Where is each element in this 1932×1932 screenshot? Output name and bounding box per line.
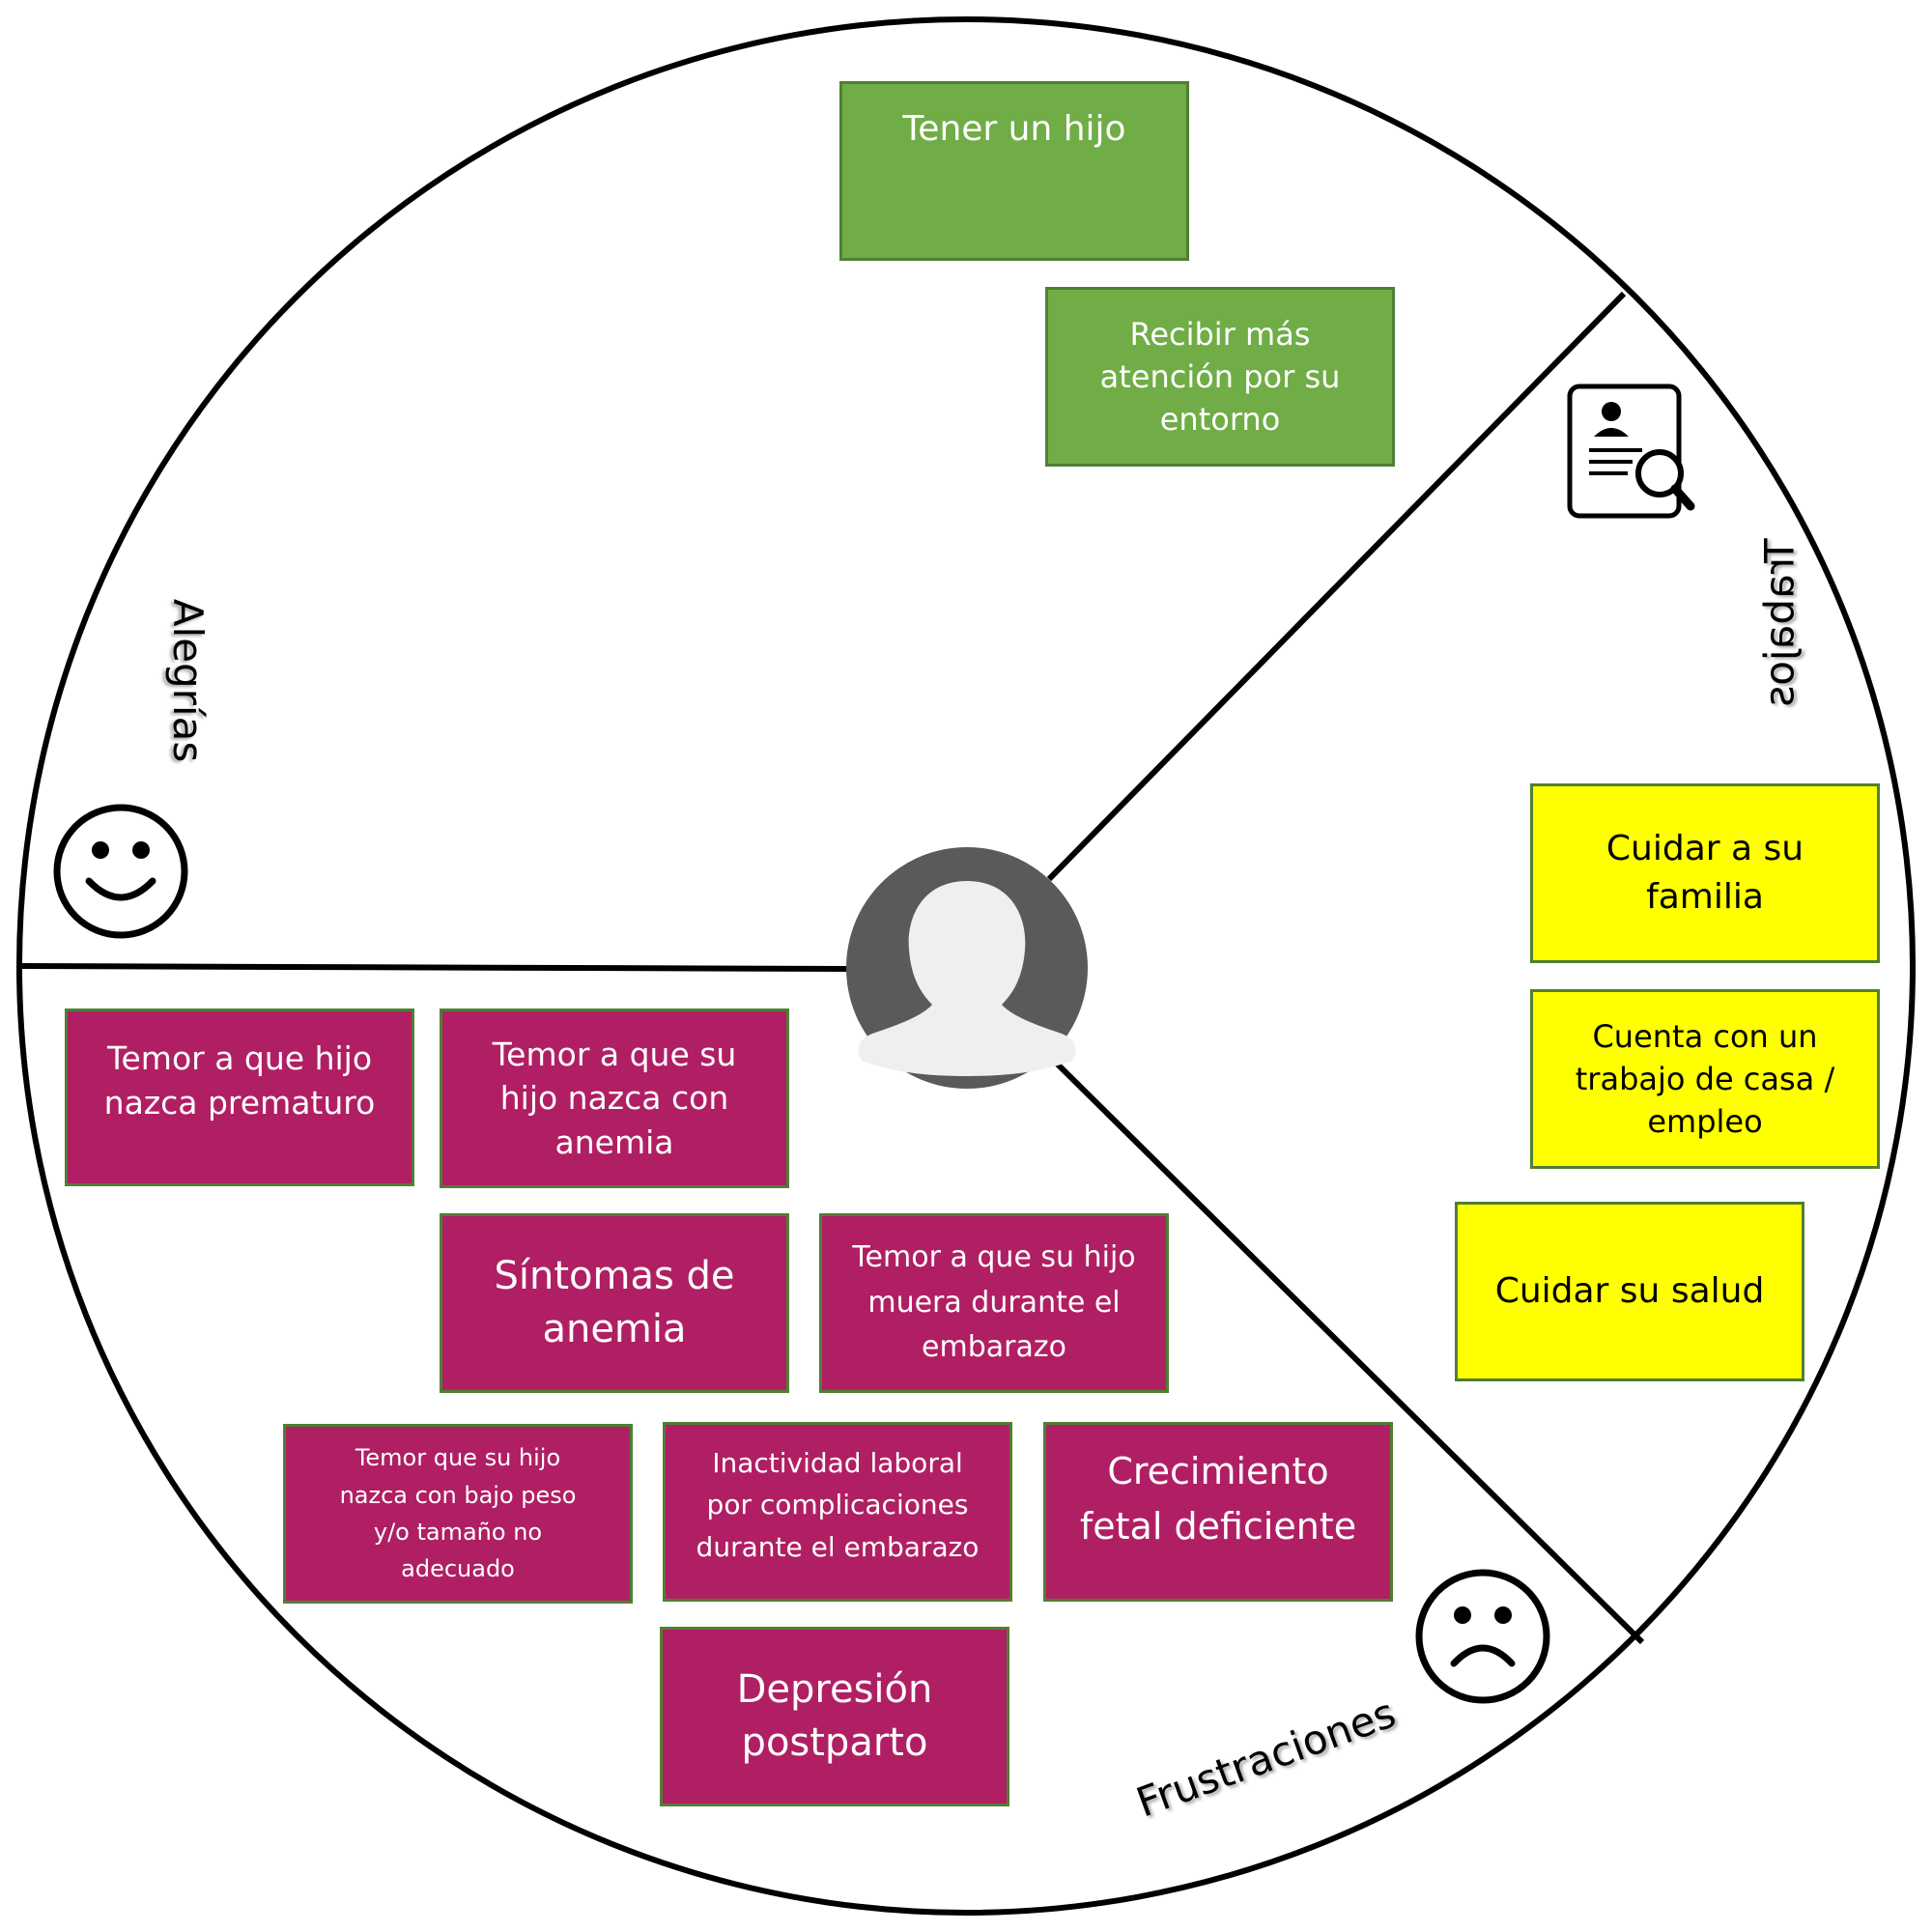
note-line: anemia: [542, 1307, 687, 1351]
note-tener-un-hijo: Tener un hijo: [839, 81, 1189, 261]
note-line: nazca prematuro: [103, 1083, 376, 1122]
note-line: Cuidar a su: [1605, 829, 1804, 869]
user-avatar-icon: [846, 847, 1088, 1089]
note-line: Tener un hijo: [902, 109, 1126, 149]
note-trabajo-casa-empleo: Cuenta con un trabajo de casa / empleo: [1530, 989, 1880, 1169]
note-recibir-atencion: Recibir más atención por su entorno: [1045, 287, 1395, 467]
note-cuidar-familia: Cuidar a su familia: [1530, 783, 1880, 963]
note-temor-muera: Temor a que su hijo muera durante el emb…: [819, 1213, 1169, 1393]
note-depresion-postparto: Depresión postparto: [660, 1627, 1009, 1806]
note-temor-bajo-peso: Temor que su hijo nazca con bajo peso y/…: [283, 1424, 633, 1604]
note-line: durante el embarazo: [696, 1530, 980, 1563]
note-line: muera durante el: [867, 1285, 1121, 1320]
note-line: entorno: [1159, 401, 1281, 439]
note-line: Inactividad laboral: [712, 1447, 963, 1479]
note-line: Síntomas de: [494, 1253, 735, 1298]
note-line: y/o tamaño no: [373, 1519, 543, 1546]
smiley-face-icon: [53, 804, 188, 939]
note-crecimiento-fetal: Crecimiento fetal deficiente: [1043, 1422, 1393, 1602]
note-line: Crecimiento: [1107, 1450, 1329, 1492]
note-line: nazca con bajo peso: [339, 1481, 577, 1509]
section-label-alegrias: Alegrías: [164, 598, 213, 763]
divider-alegrias-trabajos: [1046, 291, 1627, 882]
note-line: Cuidar su salud: [1494, 1271, 1765, 1312]
note-line: postparto: [741, 1720, 928, 1765]
note-inactividad-laboral: Inactividad laboral por complicaciones d…: [663, 1422, 1012, 1602]
note-line: Temor a que hijo: [106, 1039, 373, 1077]
note-line: anemia: [554, 1122, 674, 1161]
resume-search-icon: [1567, 384, 1695, 519]
note-temor-prematuro: Temor a que hijo nazca prematuro: [65, 1009, 414, 1186]
note-line: Temor que su hijo: [355, 1444, 561, 1472]
note-temor-anemia: Temor a que su hijo nazca con anemia: [440, 1009, 789, 1188]
note-line: por complicaciones: [706, 1489, 969, 1521]
note-line: trabajo de casa /: [1575, 1060, 1835, 1097]
note-sintomas-anemia: Síntomas de anemia: [440, 1213, 789, 1393]
note-line: fetal deficiente: [1079, 1505, 1357, 1548]
note-line: Temor a que su: [492, 1035, 737, 1073]
divider-alegrias-frustraciones: [18, 963, 849, 972]
note-line: embarazo: [922, 1330, 1066, 1365]
note-line: Recibir más: [1129, 315, 1311, 353]
note-line: Depresión: [736, 1666, 933, 1712]
note-cuidar-salud: Cuidar su salud: [1455, 1202, 1804, 1381]
note-line: atención por su: [1099, 357, 1341, 395]
note-line: empleo: [1647, 1103, 1763, 1141]
note-line: adecuado: [401, 1555, 515, 1583]
note-line: familia: [1646, 877, 1764, 917]
sad-face-icon: [1415, 1569, 1550, 1704]
divider-trabajos-frustraciones: [1046, 1053, 1645, 1645]
note-line: Temor a que su hijo: [852, 1240, 1136, 1275]
note-line: Cuenta con un: [1592, 1017, 1818, 1055]
section-label-trabajos: Trabajos: [1755, 538, 1804, 707]
note-line: hijo nazca con: [499, 1079, 729, 1118]
